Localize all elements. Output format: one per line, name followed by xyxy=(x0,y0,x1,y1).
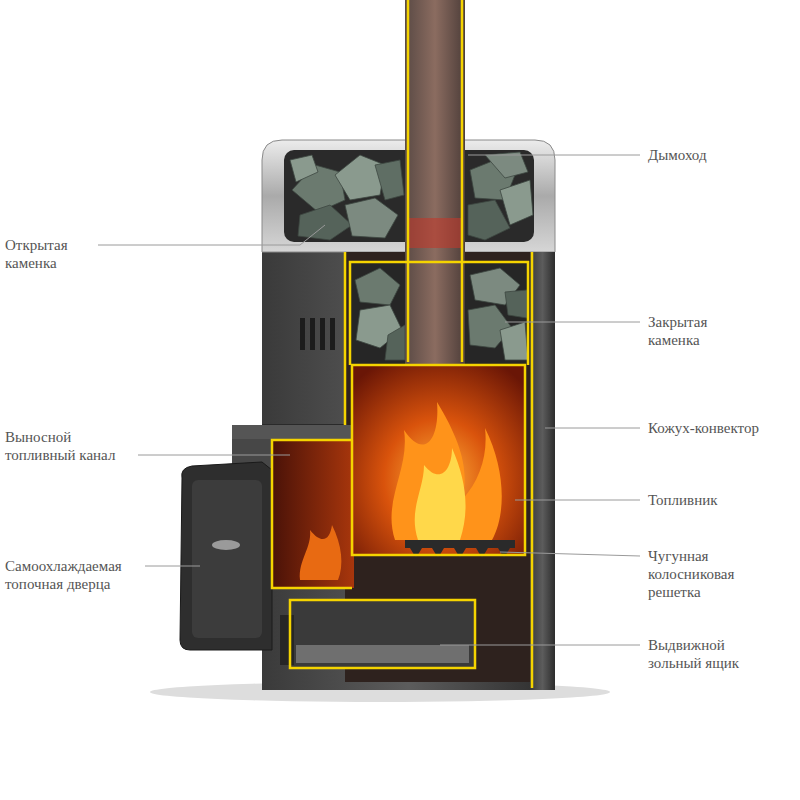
part-label: Чугунная колосниковая решетка xyxy=(648,547,758,601)
convector-casing xyxy=(530,252,555,690)
leader-line xyxy=(145,566,200,567)
vent-slot xyxy=(320,318,325,350)
cut-edge xyxy=(290,600,475,668)
leader-line xyxy=(138,455,290,456)
stone xyxy=(375,160,404,200)
cut-edge xyxy=(272,440,352,588)
vent-slot xyxy=(300,318,305,350)
grate-teeth xyxy=(410,548,510,558)
part-label: Открытая каменка xyxy=(5,236,90,272)
cut-edge xyxy=(407,0,410,362)
flame xyxy=(415,448,466,540)
chimney-pipe xyxy=(405,0,465,365)
part-label: Кожух-конвектор xyxy=(648,419,796,437)
vent-slot xyxy=(330,318,335,350)
pipe-glow xyxy=(408,218,462,248)
leader-line xyxy=(500,552,640,556)
door xyxy=(180,462,272,650)
grate xyxy=(405,540,515,548)
stone xyxy=(500,322,528,360)
vent-slot xyxy=(310,318,315,350)
fuel-channel-interior xyxy=(272,440,354,588)
stone xyxy=(298,205,352,240)
part-label: Топливник xyxy=(648,491,793,509)
stone xyxy=(335,155,385,200)
stone xyxy=(355,268,400,305)
leader-line xyxy=(515,500,640,501)
part-label: Дымоход xyxy=(648,146,793,164)
leader-lines xyxy=(98,155,640,645)
door-panel xyxy=(192,480,262,638)
leader-line xyxy=(98,225,325,245)
drawer-handle xyxy=(280,615,294,665)
stone xyxy=(345,198,398,238)
chimney xyxy=(405,0,465,365)
flame xyxy=(392,402,502,540)
leader-line xyxy=(545,428,640,429)
flame xyxy=(300,525,342,580)
stone xyxy=(485,152,528,178)
firebox xyxy=(272,365,525,588)
cut-edge xyxy=(350,262,528,365)
leader-line xyxy=(440,645,640,646)
ash-box xyxy=(280,600,475,668)
door-emblem xyxy=(212,540,240,550)
cut-edge xyxy=(531,252,534,688)
firebox-chamber xyxy=(352,365,525,555)
part-label: Закрытая каменка xyxy=(648,313,748,349)
leader-line xyxy=(505,322,640,323)
cut-edge xyxy=(461,0,464,362)
stone xyxy=(505,290,527,318)
stone xyxy=(290,155,318,182)
stone xyxy=(385,325,405,360)
ash xyxy=(296,645,469,663)
ash-drawer xyxy=(290,600,475,668)
leader-line xyxy=(468,155,640,156)
part-label: Выдвижной зольный ящик xyxy=(648,636,758,672)
cut-edge xyxy=(344,252,347,425)
cut-outlines xyxy=(272,0,532,688)
cut-edge xyxy=(352,365,525,555)
part-label: Самоохлаждаемая топочная дверца xyxy=(5,557,155,593)
stone xyxy=(468,200,510,240)
channel-top xyxy=(232,425,352,439)
part-label: Выносной топливный канал xyxy=(5,428,130,464)
